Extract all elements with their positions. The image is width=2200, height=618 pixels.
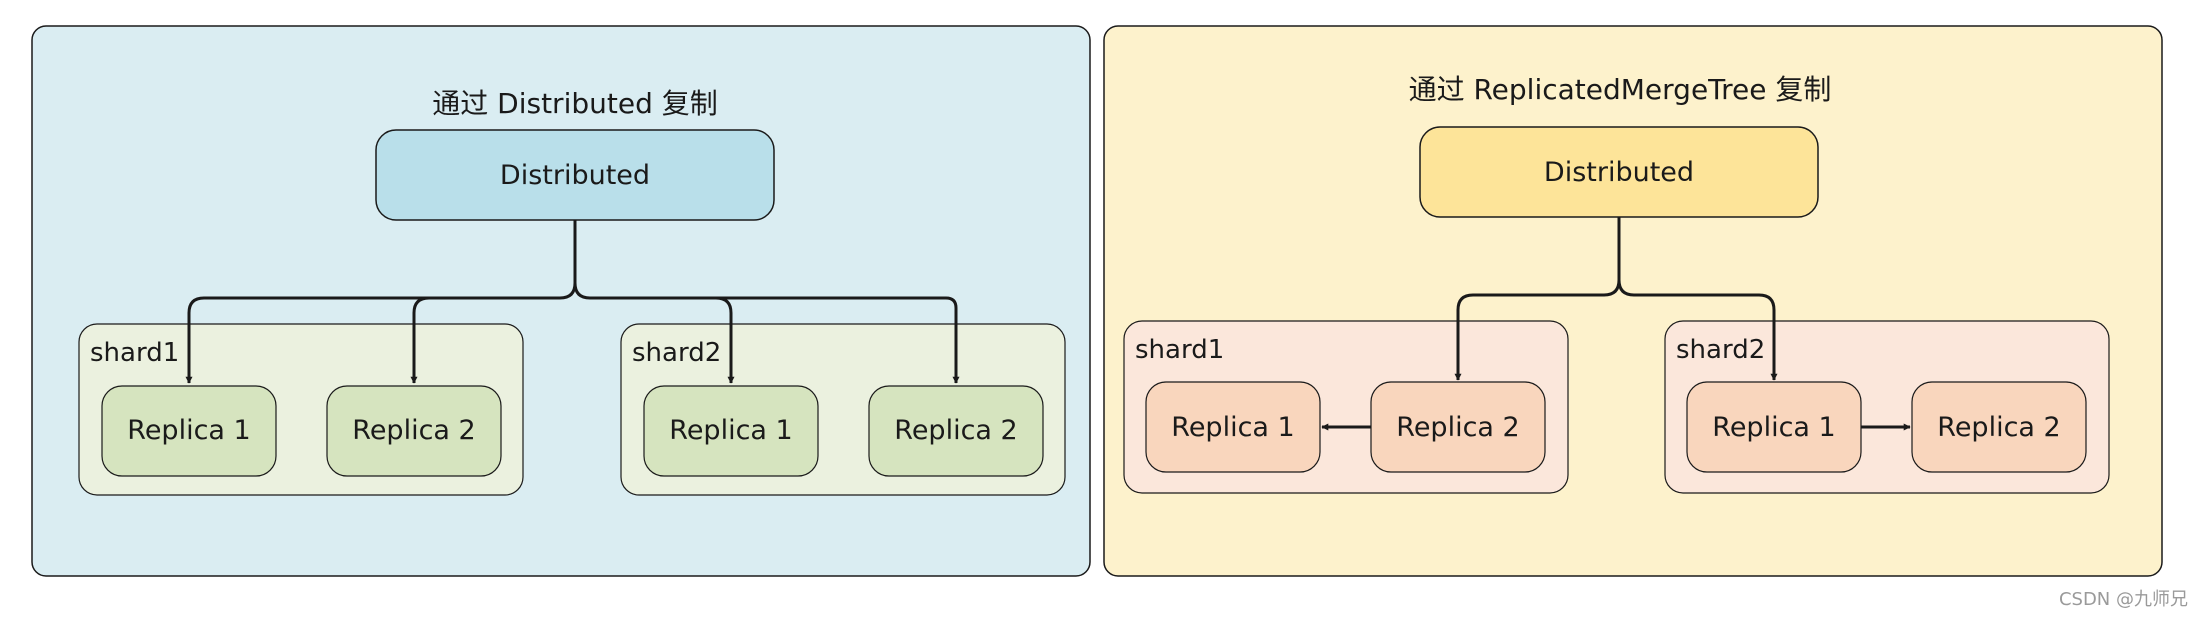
left-branch-to-shard1-replica1: [185, 282, 577, 384]
left-connectors: [185, 220, 960, 384]
right-connectors: [1321, 217, 1911, 431]
right-panel-title: 通过 ReplicatedMergeTree 复制: [1409, 73, 1832, 106]
left-shard1-replica1: [101, 385, 277, 477]
left-shard2-label: shard2: [632, 338, 721, 368]
left-shard2-replica1: [643, 385, 819, 477]
left-shard1-replica2: [326, 385, 502, 477]
right-trunk-line: [1617, 217, 1778, 381]
right-shard2-replica1-label: Replica 1: [1712, 412, 1835, 443]
left-shard1-replica2-label: Replica 2: [352, 415, 475, 446]
right-root-label: Distributed: [1544, 157, 1694, 188]
left-shard1-replica1-label: Replica 1: [127, 415, 250, 446]
right-branch-to-shard1-replica2: [1454, 279, 1621, 381]
right-shard2-label: shard2: [1676, 335, 1765, 365]
right-panel: 通过 ReplicatedMergeTree 复制 Distributed sh…: [1103, 25, 2163, 577]
right-shard1-replica1: [1145, 381, 1321, 473]
left-shard2-replica2: [868, 385, 1044, 477]
left-panel: 通过 Distributed 复制 Distributed shard1 Rep…: [31, 25, 1091, 577]
right-shard1-replica2-label: Replica 2: [1396, 412, 1519, 443]
right-shard1-replica1-label: Replica 1: [1171, 412, 1294, 443]
watermark: CSDN @九师兄: [2059, 589, 2188, 610]
right-shard1-label: shard1: [1135, 335, 1224, 365]
left-shard2-replica2-label: Replica 2: [894, 415, 1017, 446]
left-trunk-line: [573, 220, 960, 384]
right-shard2-replica2-label: Replica 2: [1937, 412, 2060, 443]
left-root-label: Distributed: [500, 160, 650, 191]
right-shard2-replica2: [1911, 381, 2087, 473]
left-branch-to-shard1-replica2: [410, 296, 430, 384]
left-shard1-label: shard1: [90, 338, 179, 368]
left-shard2-replica1-label: Replica 1: [669, 415, 792, 446]
left-panel-title: 通过 Distributed 复制: [432, 87, 718, 120]
left-branch-to-shard2-replica1: [715, 296, 735, 384]
